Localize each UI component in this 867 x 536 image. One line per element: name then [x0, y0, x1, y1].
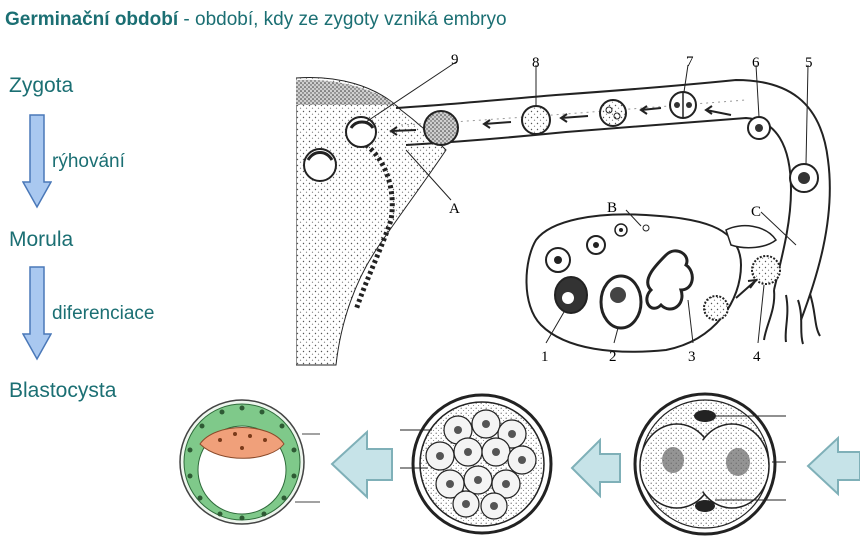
- page-title: Germinační období - období, kdy ze zygot…: [5, 9, 507, 31]
- process-ryhovani: rýhování: [52, 151, 125, 172]
- big-left-arrow-icon: [806, 435, 860, 497]
- label-8: 8: [532, 55, 540, 71]
- label-7: 7: [686, 54, 694, 70]
- process-diferenciace: diferenciace: [52, 303, 155, 324]
- label-2: 2: [609, 349, 617, 365]
- label-3: 3: [688, 349, 696, 365]
- stage-blastocysta: Blastocysta: [9, 379, 117, 402]
- title-rest: - období, kdy ze zygoty vzniká embryo: [178, 9, 507, 30]
- development-stages: [160, 392, 860, 536]
- down-arrow-icon: [22, 266, 52, 361]
- big-left-arrow-icon: [330, 429, 393, 500]
- label-6: 6: [752, 55, 760, 71]
- label-A: A: [449, 201, 460, 217]
- down-arrow-icon: [22, 114, 52, 209]
- big-left-arrow-icon: [570, 437, 621, 499]
- stage-zygota: Zygota: [9, 74, 74, 97]
- two-cell-illustration: [633, 392, 786, 536]
- blastocyst-illustration: [160, 394, 320, 532]
- label-4: 4: [753, 349, 761, 365]
- label-1: 1: [541, 349, 549, 365]
- fertilization-diagram: 9 8 7 6 5 A B C 1 2 3 4: [296, 52, 831, 366]
- title-bold: Germinační období: [5, 9, 179, 30]
- morula-illustration: [400, 393, 553, 535]
- label-5: 5: [805, 55, 813, 71]
- label-9: 9: [451, 52, 459, 68]
- label-C: C: [751, 204, 761, 220]
- stage-morula: Morula: [9, 228, 74, 251]
- label-B: B: [607, 200, 617, 216]
